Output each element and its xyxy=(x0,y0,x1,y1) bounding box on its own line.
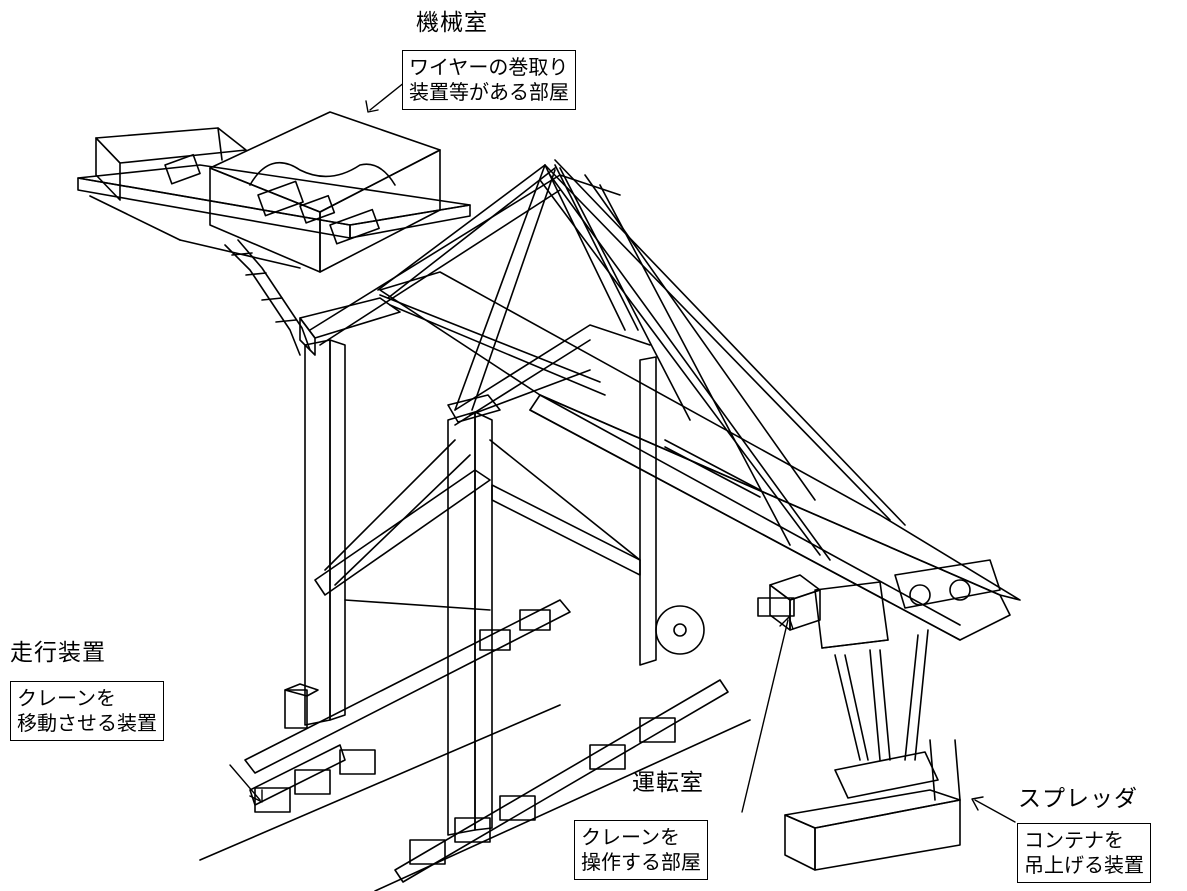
operator-cab-line-1: クレーンを xyxy=(581,825,680,849)
machine-room-line-1: ワイヤーの巻取り xyxy=(409,55,569,79)
spreader-description: コンテナを 吊上げる装置 xyxy=(1017,823,1151,883)
pointer-arrows xyxy=(229,81,1016,823)
operator-cab-description: クレーンを 操作する部屋 xyxy=(574,820,708,880)
spreader-line-1: コンテナを xyxy=(1024,828,1124,852)
machine-room-structure xyxy=(77,111,471,356)
travel-device-title: 走行装置 xyxy=(10,640,106,666)
spreader-title: スプレッダ xyxy=(1018,786,1138,812)
operator-cab-line-2: 操作する部屋 xyxy=(581,850,701,874)
operator-cab-structure xyxy=(757,574,821,631)
travel-device-line-2: 移動させる装置 xyxy=(17,711,157,735)
machine-room-description: ワイヤーの巻取り 装置等がある部屋 xyxy=(402,50,576,110)
machine-room-title: 機械室 xyxy=(416,10,488,36)
operator-cab-title: 運転室 xyxy=(632,770,704,796)
travel-device-line-1: クレーンを xyxy=(17,686,116,710)
spreader-line-2: 吊上げる装置 xyxy=(1024,853,1144,877)
travel-device-structure xyxy=(199,599,751,891)
spreader-structure xyxy=(784,581,961,871)
portal-frame xyxy=(299,164,657,836)
travel-device-description: クレーンを 移動させる装置 xyxy=(10,681,164,741)
machine-room-line-2: 装置等がある部屋 xyxy=(409,80,569,104)
boom xyxy=(379,159,1021,641)
